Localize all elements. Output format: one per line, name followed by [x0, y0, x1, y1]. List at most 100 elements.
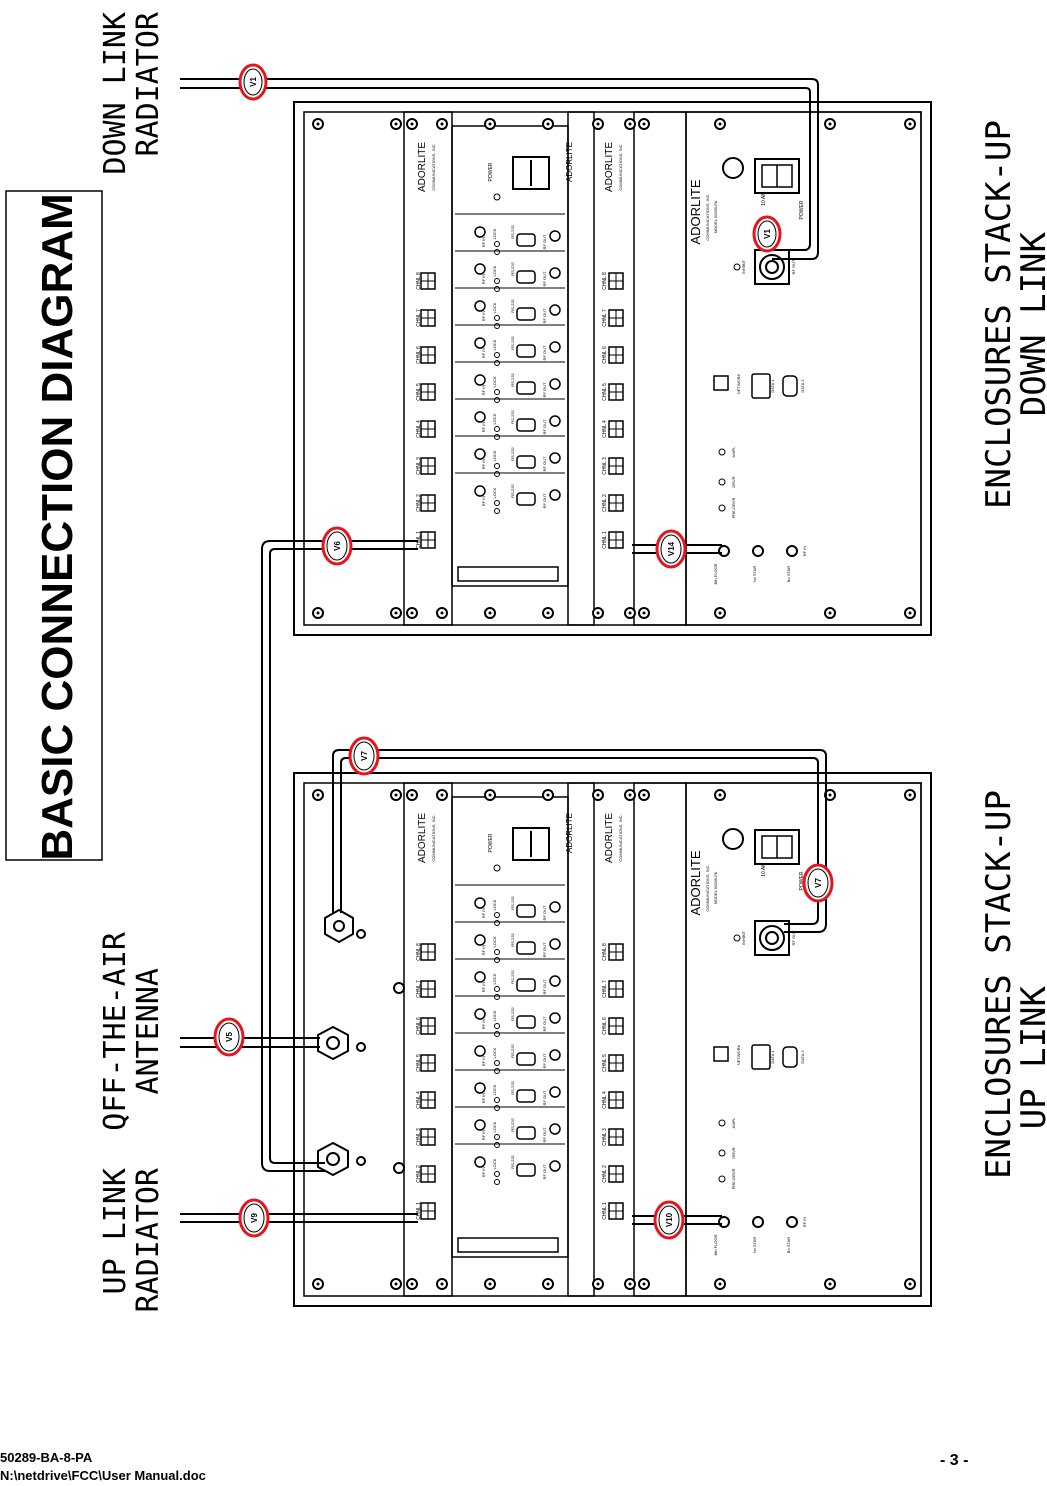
psu-brand-logo: ADORLITE [688, 179, 703, 244]
rf-out-label: RF OUT [542, 1053, 547, 1068]
rs232-port [516, 344, 536, 358]
channel-connector [420, 1165, 436, 1183]
lock-led [494, 315, 500, 321]
star-label: Bo STAR [786, 1237, 791, 1253]
psu-brand-subtitle: COMMUNICATIONS, INC. [705, 864, 710, 911]
screw [390, 1278, 402, 1290]
callout-uplink-top: V7 [348, 736, 380, 776]
rs232-label: RS-232 [510, 1154, 515, 1168]
panel-screws-offair [356, 929, 405, 1174]
rf-out-port [549, 452, 561, 464]
antenna-n-connector-middle [317, 1025, 349, 1061]
channel-connector [420, 1128, 436, 1146]
nostar-port [752, 545, 764, 557]
rs232-port [516, 1163, 536, 1177]
lock-led [494, 463, 500, 469]
rf-out-port [549, 304, 561, 316]
cable-downlink-input [261, 540, 418, 1172]
downlink-radiator-label-line1: DOWN LINK [98, 12, 133, 175]
rf-out-label: RF OUT [542, 1016, 547, 1031]
rf-in-label: RF IN [481, 274, 486, 285]
rs232-label: RS-232 [510, 895, 515, 909]
screw [484, 118, 496, 130]
floor-port [718, 545, 730, 557]
data1-label: DATA 1 [770, 379, 775, 393]
rf-in-label: RF IN [481, 908, 486, 919]
module-bay [451, 125, 569, 587]
rf-out-label: RF OUT [542, 456, 547, 471]
status-led-label: AMPL [731, 1117, 736, 1129]
cables [180, 78, 827, 1225]
card-slot [457, 566, 559, 582]
star-port [786, 545, 798, 557]
callout-label: V10 [665, 1212, 674, 1227]
callout-downlink-power-unit: V1 [752, 215, 782, 253]
module-power-label: POWER [488, 833, 494, 852]
card-label-right: CHNL 3 [602, 1128, 608, 1146]
lock-label: LOCK [492, 1084, 497, 1095]
inhibit-led [733, 263, 741, 271]
rs232-label: RS-232 [510, 224, 515, 238]
screw [436, 1278, 448, 1290]
channel-connector [420, 272, 436, 290]
data1-port [751, 1044, 771, 1070]
star-label: Bo STAR [786, 566, 791, 582]
lock-led [494, 352, 500, 358]
screw [312, 789, 324, 801]
rs232-port [516, 418, 536, 432]
fuse-holder [722, 828, 744, 850]
card-label-left: CHNL 2 [416, 494, 422, 512]
lock-led [494, 912, 500, 918]
screw [390, 789, 402, 801]
network-port [713, 375, 729, 391]
downlink-enclosure-title-line1: ENCLOSURES STACK-UP [979, 120, 1019, 509]
channel-connector [420, 494, 436, 512]
card-label-right: CHNL 4 [602, 1091, 608, 1109]
screw [624, 118, 636, 130]
rf-in-port [474, 1045, 486, 1057]
cable-downlink-radiator [180, 78, 819, 260]
card-label-left: CHNL 8 [416, 943, 422, 961]
lock-led [494, 1068, 500, 1074]
psu-brand-subtitle: COMMUNICATIONS, INC. [705, 193, 710, 240]
screw [624, 1278, 636, 1290]
channel-connector [420, 943, 436, 961]
status-led-label: PRE-DRVR [731, 497, 736, 518]
floor-label: Bth FLOOR [713, 1234, 718, 1255]
psu-power-label: POWER [799, 871, 805, 890]
rf-out-port [549, 415, 561, 427]
psu-inhibit-label: INHIBIT [741, 259, 746, 274]
screw [436, 789, 448, 801]
data2-port [782, 375, 798, 397]
lock-led [494, 994, 500, 1000]
psu-model-label: MODEL 50289-PA [713, 871, 718, 904]
lock-led [494, 1060, 500, 1066]
rs232-port [516, 1052, 536, 1066]
nostar-port [752, 1216, 764, 1228]
screw [714, 118, 726, 130]
rs232-port [516, 1089, 536, 1103]
rf-in-label: RF IN [481, 385, 486, 396]
rs232-port [516, 941, 536, 955]
lock-led [494, 471, 500, 477]
rs232-port [516, 978, 536, 992]
rs232-label: RS-232 [510, 1006, 515, 1020]
rf-in-port [474, 1119, 486, 1131]
lock-led [494, 278, 500, 284]
rf-in-port [474, 411, 486, 423]
uplink-enclosure-title-line1: ENCLOSURES STACK-UP [979, 790, 1019, 1179]
rf-out-label: RF OUT [542, 1127, 547, 1142]
rf-in-port [474, 226, 486, 238]
module-power-led [493, 193, 501, 201]
channel-connector [608, 272, 624, 290]
star-port [786, 1216, 798, 1228]
rf-out-label: RF OUT [542, 905, 547, 920]
lock-led [494, 1171, 500, 1177]
rf-out-label: RF OUT [542, 308, 547, 323]
rs232-port [516, 1126, 536, 1140]
callout-uplink-power-unit: V7 [802, 863, 834, 903]
status-led [718, 478, 726, 486]
